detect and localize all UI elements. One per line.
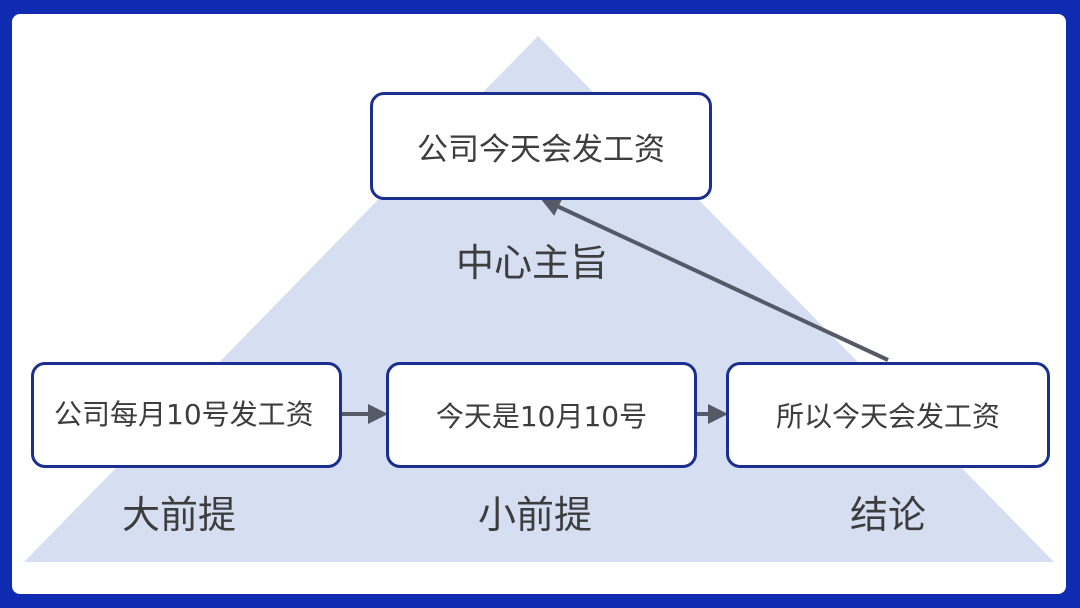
minor-premise-label: 小前提: [478, 493, 593, 537]
conclusion-box: 所以今天会发工资: [726, 362, 1050, 468]
main-idea-label: 中心主旨: [456, 241, 609, 285]
diagram-frame: 公司今天会发工资 中心主旨 公司每月10号发工资 今天是10月10号 所以今天会…: [12, 14, 1066, 594]
minor-premise-box: 今天是10月10号: [386, 362, 697, 468]
minor-premise-text: 今天是10月10号: [435, 400, 648, 433]
conclusion-text: 所以今天会发工资: [775, 400, 1000, 433]
main-idea-box: 公司今天会发工资: [370, 92, 712, 200]
conclusion-label: 结论: [850, 493, 927, 537]
major-premise-box: 公司每月10号发工资: [31, 362, 342, 468]
major-premise-label: 大前提: [122, 493, 237, 537]
major-premise-text: 公司每月10号发工资: [54, 398, 314, 431]
main-idea-text: 公司今天会发工资: [417, 131, 665, 168]
